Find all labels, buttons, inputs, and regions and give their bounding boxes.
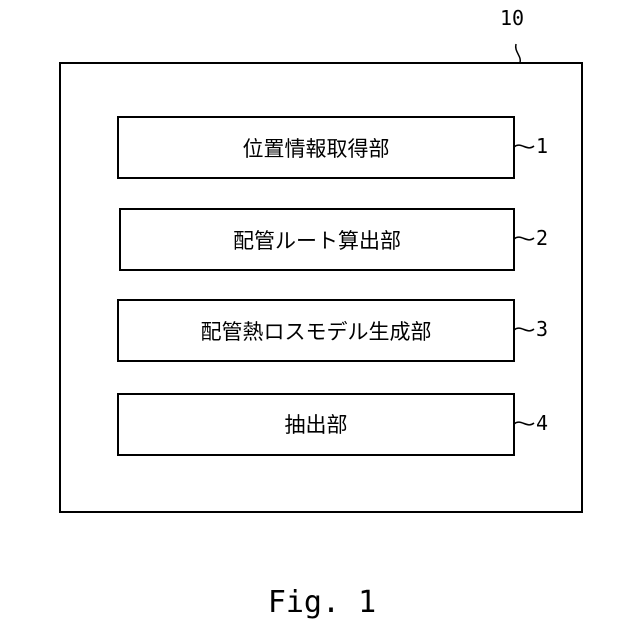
system-ref-label: 10 (500, 6, 524, 30)
component-label-4: 抽出部 (285, 413, 348, 437)
system-ref-leader (516, 44, 521, 63)
component-label-2: 配管ルート算出部 (233, 229, 401, 253)
component-label-3: 配管熱ロスモデル生成部 (201, 320, 432, 344)
component-ref-label-4: 4 (536, 411, 548, 435)
system-box (60, 63, 582, 512)
figure-caption: Fig. 1 (268, 585, 376, 620)
component-ref-leader-3 (514, 328, 534, 331)
component-ref-leader-4 (514, 422, 534, 425)
component-ref-label-2: 2 (536, 226, 548, 250)
component-ref-label-1: 1 (536, 134, 548, 158)
component-ref-label-3: 3 (536, 317, 548, 341)
component-ref-leader-1 (514, 145, 534, 148)
component-label-1: 位置情報取得部 (243, 137, 390, 161)
component-ref-leader-2 (514, 237, 534, 240)
